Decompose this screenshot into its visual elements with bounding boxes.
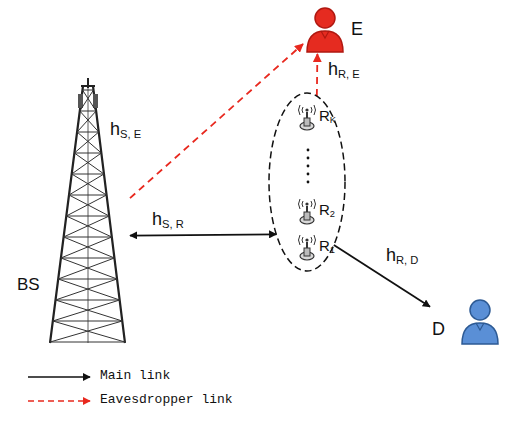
subscript: K — [330, 115, 336, 125]
eavesdropper-link — [130, 44, 303, 198]
legend-text: Eavesdropper link — [100, 392, 233, 407]
node-label: BS — [17, 276, 40, 295]
base-station: BS — [45, 78, 130, 345]
user-node: D — [430, 296, 505, 350]
subscript: 1 — [330, 245, 335, 255]
legend-sample — [26, 394, 94, 408]
legend-sample — [26, 370, 94, 384]
channel-label: hS, E — [108, 120, 143, 140]
eavesdropper-link — [316, 54, 318, 96]
tower-icon — [45, 78, 130, 345]
main-link — [334, 245, 430, 307]
legend-text: Main link — [100, 368, 170, 383]
main-link — [130, 234, 276, 235]
relay-node: R1 — [298, 234, 348, 262]
channel-label: hS, R — [150, 210, 186, 230]
node-label: E — [351, 20, 363, 40]
subscript: R, E — [338, 68, 360, 80]
node-label: D — [432, 320, 445, 340]
relay-group: RK R2R1 — [268, 92, 346, 272]
node-label: R2 — [319, 202, 335, 220]
channel-label: hR, E — [326, 60, 362, 80]
channel-label: hR, D — [384, 246, 420, 266]
subscript: 2 — [330, 209, 335, 219]
node-label: RK — [319, 108, 336, 126]
subscript: S, E — [120, 128, 141, 140]
relay-node: RK — [298, 104, 348, 132]
personE-icon — [303, 4, 375, 54]
relay-node: R2 — [298, 198, 348, 226]
user-node: E — [303, 4, 375, 54]
subscript: R, D — [396, 254, 418, 266]
subscript: S, R — [162, 218, 184, 230]
node-label: R1 — [319, 238, 335, 256]
